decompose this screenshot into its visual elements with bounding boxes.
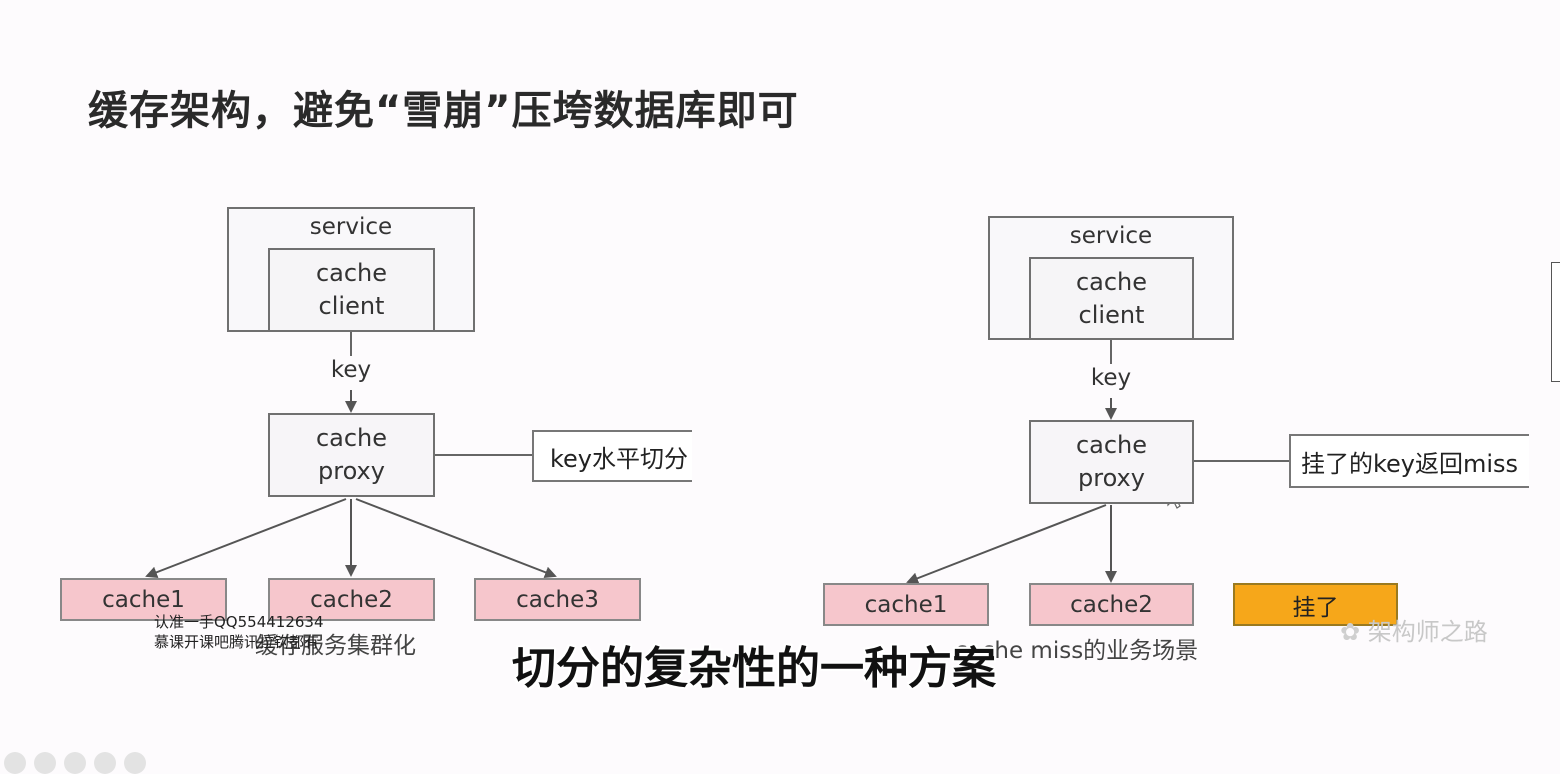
- left-cache2-node: cache2: [268, 578, 435, 621]
- left-service-label: service: [309, 214, 393, 240]
- right-caption: cache miss的业务场景: [955, 638, 1199, 664]
- right-proxy-line2: proxy: [1078, 464, 1145, 492]
- left-proxy-line2: proxy: [318, 457, 385, 485]
- left-client-line1: cache: [315, 259, 388, 287]
- side-panel-handle[interactable]: [1551, 262, 1560, 382]
- right-cache2-node: cache2: [1029, 583, 1194, 626]
- player-control-icon[interactable]: [124, 752, 146, 774]
- left-proxy-line1: cache: [315, 424, 388, 452]
- player-control-icon[interactable]: [4, 752, 26, 774]
- player-controls[interactable]: [4, 752, 146, 774]
- video-subtitle: 切分的复杂性的一种方案: [512, 643, 996, 694]
- left-cache3-node: cache3: [474, 578, 641, 621]
- left-proxy-to-cache3-arrow: [355, 498, 557, 578]
- right-cache-client-box: cache client: [1029, 257, 1194, 340]
- right-cache1-node: cache1: [823, 583, 989, 626]
- right-proxy-to-cache1-arrow: [906, 504, 1107, 584]
- left-cache1-node: cache1: [60, 578, 227, 621]
- right-client-line1: cache: [1075, 267, 1148, 296]
- left-edge-key-label: key: [330, 357, 372, 383]
- wechat-icon: ✿: [1340, 618, 1368, 646]
- watermark-overlay: 认准一手QQ554412634 慕课开课吧腾讯拉钩都有: [154, 612, 324, 652]
- right-client-line2: client: [1078, 300, 1145, 329]
- player-control-icon[interactable]: [64, 752, 86, 774]
- right-dead-node: 挂了: [1233, 583, 1398, 626]
- brand-text: 架构师之路: [1367, 618, 1488, 646]
- left-caption: 缓存服务集群化: [255, 633, 416, 659]
- right-cache-proxy-box: cache proxy: [1029, 420, 1194, 504]
- left-cache-client-box: cache client: [268, 248, 435, 332]
- left-client-line2: client: [318, 292, 385, 320]
- watermark-line1: 认准一手QQ554412634: [154, 613, 324, 631]
- player-control-icon[interactable]: [34, 752, 56, 774]
- right-edge-key-label: key: [1090, 365, 1132, 391]
- player-control-icon[interactable]: [94, 752, 116, 774]
- left-proxy-to-cache1-arrow: [145, 498, 347, 578]
- left-cache-proxy-box: cache proxy: [268, 413, 435, 497]
- brand-watermark: ✿ 架构师之路: [1340, 612, 1488, 647]
- right-proxy-line1: cache: [1075, 431, 1148, 459]
- right-note-box: 挂了的key返回miss: [1289, 434, 1529, 488]
- slide-title: 缓存架构，避免“雪崩”压垮数据库即可: [88, 88, 799, 134]
- right-service-label: service: [1069, 223, 1153, 249]
- left-note-box: key水平切分: [532, 430, 692, 482]
- watermark-line2: 慕课开课吧腾讯拉钩都有: [154, 633, 320, 651]
